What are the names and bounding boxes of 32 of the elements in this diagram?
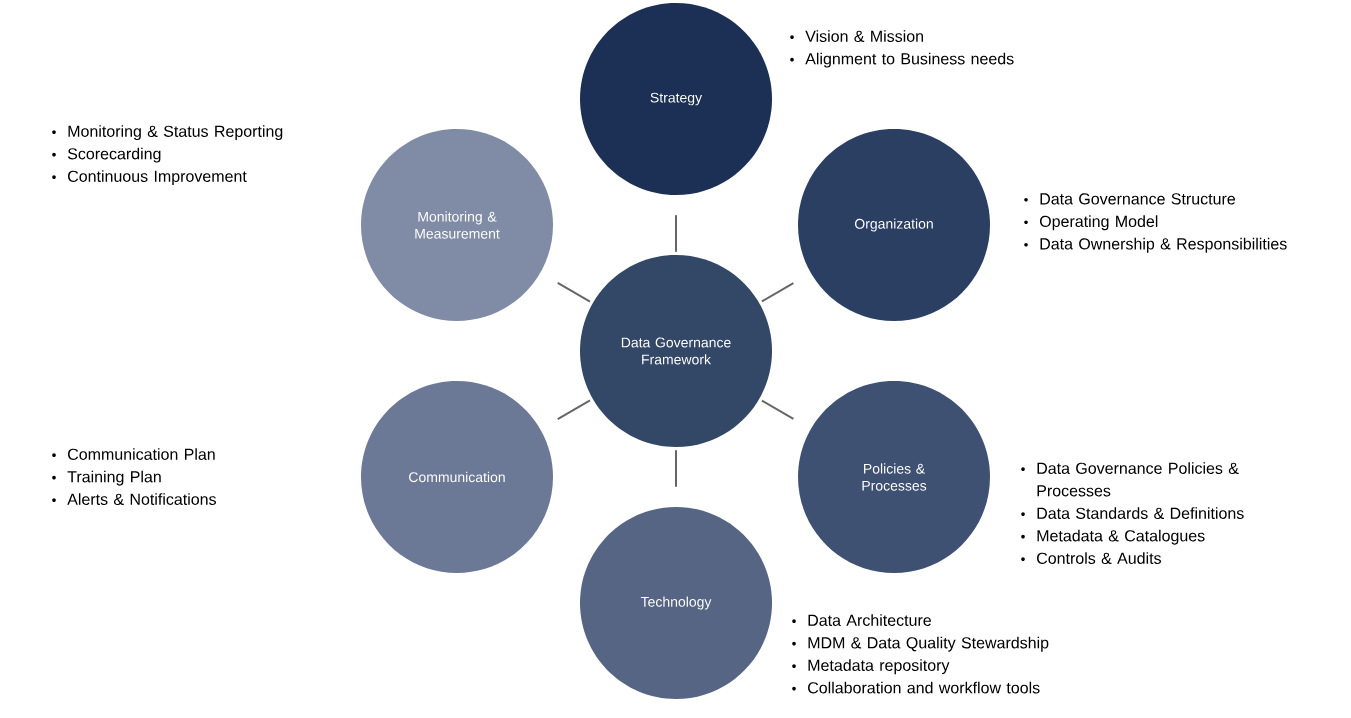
bullet-item: Data Governance Structure [1040,193,1235,205]
circle-node: Communication [361,381,553,573]
bullet-item: Operating Model [1039,215,1158,231]
bullet-item: Data Architecture [808,614,931,626]
bullet-item: Alignment to Business needs [805,52,1014,68]
circle-node: Monitoring & Measurement [361,129,553,321]
bullet-item: Metadata & Catalogues [1037,529,1205,545]
bullet-item: Continuous Improvement [68,170,247,186]
connector-line [556,399,592,421]
connector-line [675,214,677,253]
connector-line [760,399,795,420]
bullet-item: Scorecarding [67,147,161,163]
bullet-item: Data Governance Policies & Processes [1037,462,1239,497]
bullet-item: Alerts & Notifications [67,493,216,505]
bullet-item: Training Plan [67,470,161,486]
bullet-item: Controls & Audits [1037,552,1161,564]
bullet-item: Collaboration and workflow tools [808,681,1040,694]
circle-node: Data Governance Framework [580,255,772,447]
circle-node: Strategy [580,3,772,195]
bullet-item: Monitoring & Status Reporting [68,125,283,141]
bullet-item: MDM & Data Quality Stewardship [808,636,1049,652]
circle-node: Organization [798,129,990,321]
bullet-item: Data Standards & Definitions [1037,507,1244,519]
circle-node: Technology [580,507,772,699]
bullet-item: Communication Plan [68,448,215,460]
connector-line [556,281,592,303]
bullet-item: Metadata repository [808,659,950,675]
connector-line [675,449,677,488]
bullet-item: Data Ownership & Responsibilities [1040,237,1287,253]
bullet-item: Vision & Mission [805,30,923,42]
circle-node: Policies & Processes [798,381,990,573]
connector-line [760,282,795,303]
